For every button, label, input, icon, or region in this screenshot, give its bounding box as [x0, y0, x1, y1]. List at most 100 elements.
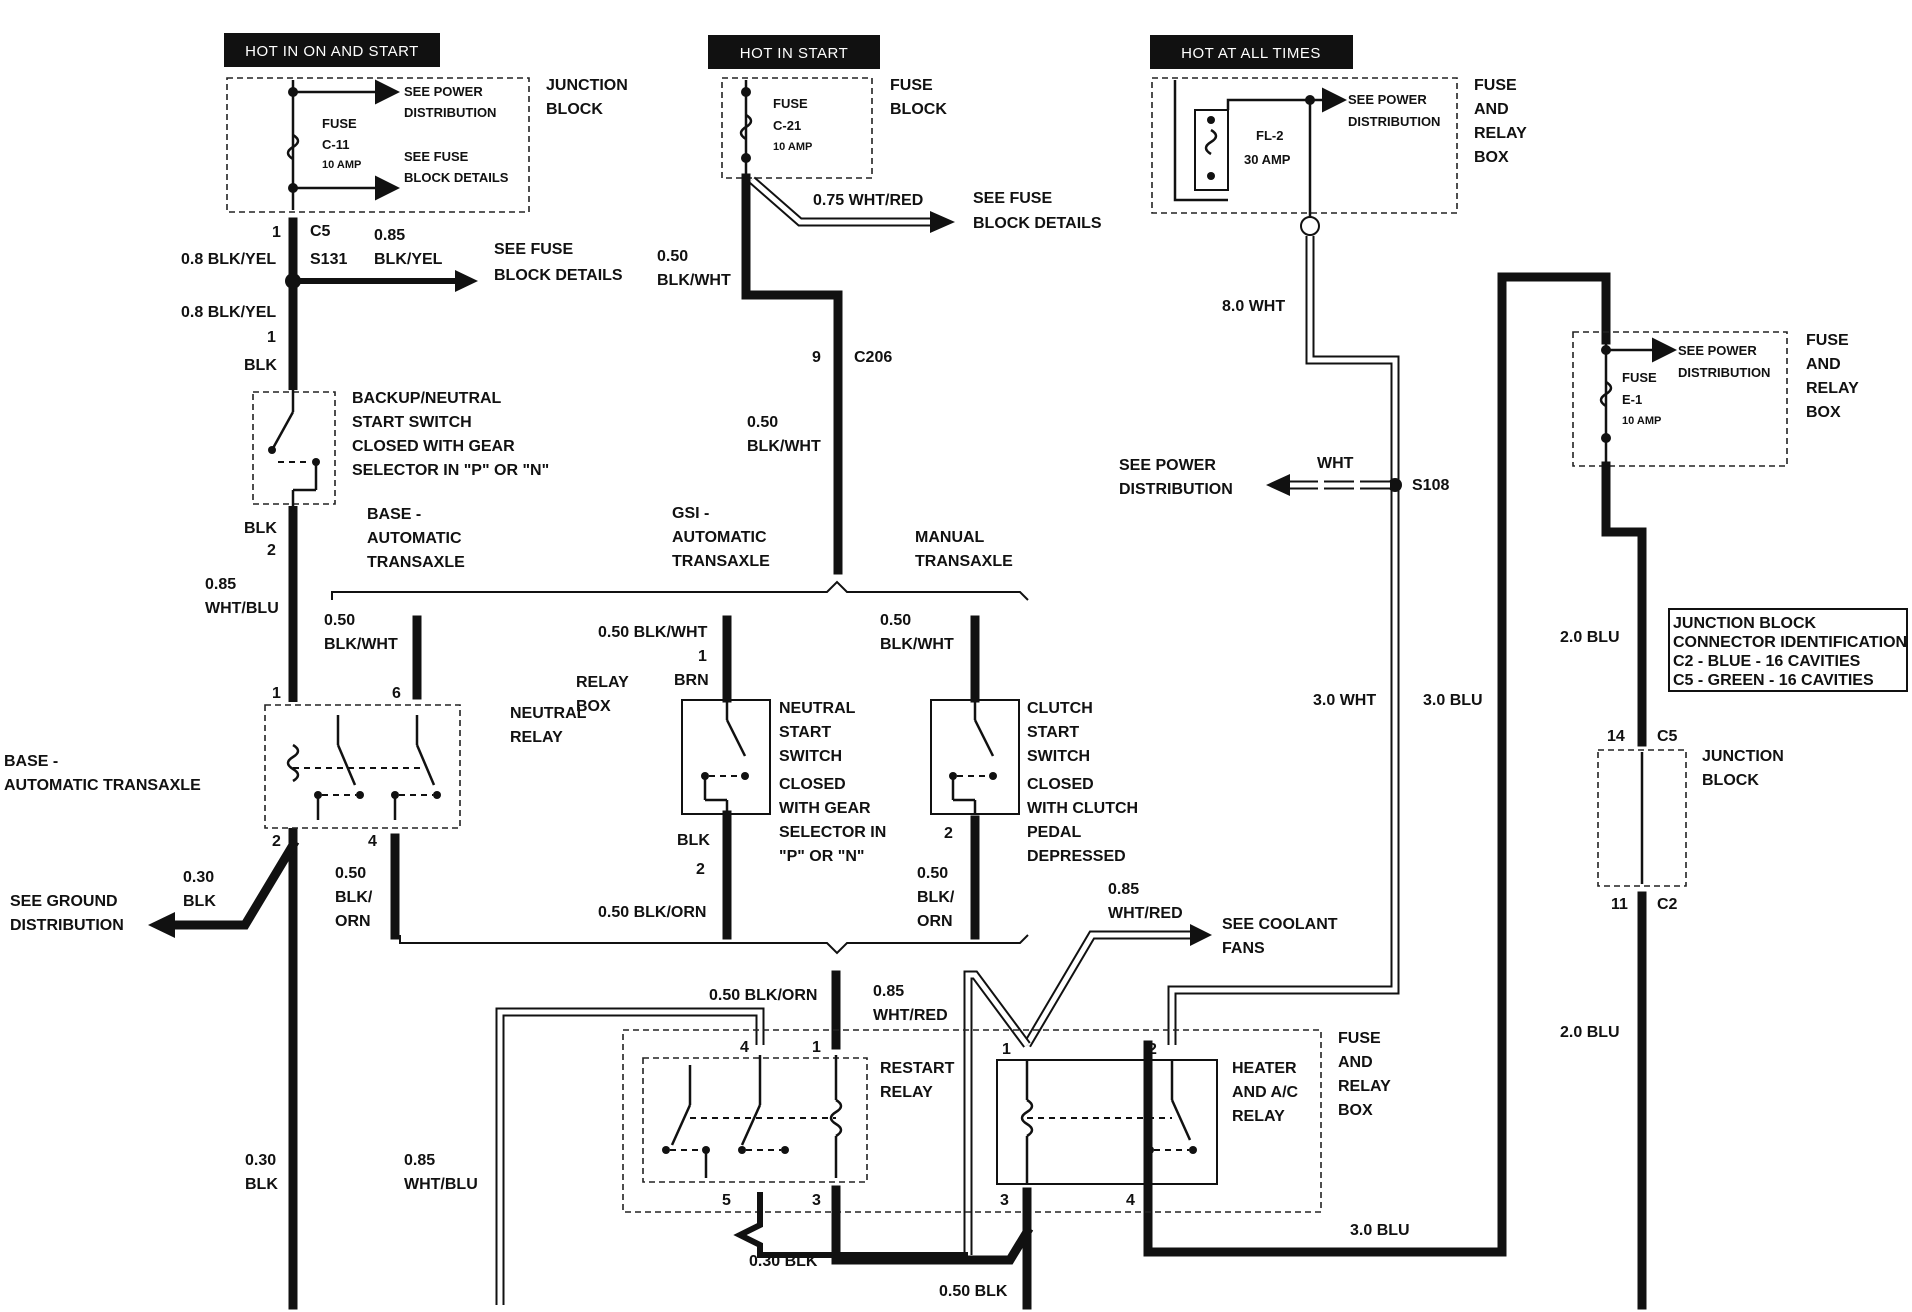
svg-text:10 AMP: 10 AMP [1622, 415, 1661, 427]
fuse-relay-box-fl2 [1151, 77, 1458, 214]
svg-text:0.30: 0.30 [183, 869, 214, 886]
svg-text:C-21: C-21 [773, 118, 801, 133]
svg-text:HOT AT ALL TIMES: HOT AT ALL TIMES [1181, 45, 1321, 62]
fuse-c11-label: FUSE [322, 116, 357, 131]
svg-text:RELAY: RELAY [1806, 380, 1859, 397]
svg-text:WHT/RED: WHT/RED [1108, 905, 1183, 922]
svg-text:14: 14 [1607, 728, 1625, 745]
svg-text:AND: AND [1338, 1054, 1373, 1071]
svg-text:FUSE: FUSE [1806, 332, 1849, 349]
svg-text:C-11: C-11 [322, 137, 349, 152]
svg-text:HOT IN START: HOT IN START [740, 45, 849, 62]
svg-text:CLOSED: CLOSED [779, 776, 846, 793]
svg-text:PEDAL: PEDAL [1027, 824, 1081, 841]
svg-text:E-1: E-1 [1622, 392, 1642, 407]
svg-text:BLOCK: BLOCK [1702, 772, 1759, 789]
svg-text:5: 5 [722, 1192, 731, 1209]
svg-text:FL-2: FL-2 [1256, 128, 1283, 143]
svg-text:DISTRIBUTION: DISTRIBUTION [1348, 114, 1440, 129]
neutral-relay-label: NEUTRAL [510, 705, 587, 722]
svg-text:10 AMP: 10 AMP [773, 141, 812, 153]
svg-text:BLK/: BLK/ [917, 889, 955, 906]
svg-text:AND: AND [1474, 101, 1509, 118]
svg-text:CLOSED WITH GEAR: CLOSED WITH GEAR [352, 438, 515, 455]
svg-text:C206: C206 [854, 349, 892, 366]
svg-text:C5 - GREEN - 16 CAVITIES: C5 - GREEN - 16 CAVITIES [1673, 672, 1874, 689]
svg-text:0.50: 0.50 [747, 414, 778, 431]
svg-text:11: 11 [1611, 896, 1628, 913]
svg-text:1: 1 [272, 685, 281, 702]
svg-text:BLOCK: BLOCK [546, 101, 603, 118]
svg-text:S131: S131 [310, 251, 347, 268]
svg-text:3: 3 [1000, 1192, 1009, 1209]
svg-text:AUTOMATIC: AUTOMATIC [367, 530, 462, 547]
svg-text:DISTRIBUTION: DISTRIBUTION [10, 917, 124, 934]
svg-text:SEE FUSE: SEE FUSE [494, 241, 573, 258]
svg-text:0.85: 0.85 [374, 227, 405, 244]
svg-text:SEE POWER: SEE POWER [1678, 343, 1757, 358]
svg-text:CLOSED: CLOSED [1027, 776, 1094, 793]
junction-block-label: JUNCTION [546, 77, 628, 94]
svg-text:START: START [779, 724, 831, 741]
svg-text:2: 2 [1148, 1041, 1157, 1058]
svg-text:0.85: 0.85 [873, 983, 904, 1000]
svg-text:CONNECTOR IDENTIFICATION: CONNECTOR IDENTIFICATION [1673, 634, 1907, 651]
svg-text:2: 2 [267, 542, 276, 559]
svg-text:AUTOMATIC: AUTOMATIC [672, 529, 767, 546]
svg-text:0.8 BLK/YEL: 0.8 BLK/YEL [181, 251, 276, 268]
svg-text:BLK/: BLK/ [335, 889, 373, 906]
junction-block-c11 [226, 77, 530, 213]
svg-text:0.50 BLK: 0.50 BLK [939, 1283, 1008, 1300]
svg-text:S108: S108 [1412, 477, 1449, 494]
svg-text:WITH CLUTCH: WITH CLUTCH [1027, 800, 1138, 817]
svg-text:DISTRIBUTION: DISTRIBUTION [1678, 365, 1770, 380]
svg-text:C5: C5 [310, 223, 331, 240]
neutral-start-switch-label: NEUTRAL [779, 700, 856, 717]
svg-text:JUNCTION: JUNCTION [1702, 748, 1784, 765]
svg-text:BLOCK: BLOCK [890, 101, 947, 118]
svg-text:DISTRIBUTION: DISTRIBUTION [404, 105, 496, 120]
svg-text:3.0 BLU: 3.0 BLU [1350, 1222, 1410, 1239]
svg-text:RELAY: RELAY [576, 674, 629, 691]
neutral-relay [264, 704, 461, 829]
svg-text:0.50: 0.50 [324, 612, 355, 629]
svg-text:BASE -: BASE - [367, 506, 421, 523]
svg-text:WHT/BLU: WHT/BLU [404, 1176, 478, 1193]
svg-text:TRANSAXLE: TRANSAXLE [367, 554, 465, 571]
svg-text:HOT IN ON AND START: HOT IN ON AND START [245, 43, 419, 60]
svg-text:WHT: WHT [1317, 455, 1354, 472]
svg-text:SWITCH: SWITCH [1027, 748, 1090, 765]
svg-text:BLK: BLK [183, 893, 216, 910]
svg-text:WITH GEAR: WITH GEAR [779, 800, 871, 817]
svg-text:START: START [1027, 724, 1079, 741]
svg-text:BLK: BLK [677, 832, 710, 849]
svg-text:10 AMP: 10 AMP [322, 159, 361, 171]
svg-text:3: 3 [812, 1192, 821, 1209]
svg-text:BLOCK DETAILS: BLOCK DETAILS [494, 267, 623, 284]
svg-text:C2: C2 [1657, 896, 1678, 913]
svg-text:8.0 WHT: 8.0 WHT [1222, 298, 1285, 315]
svg-text:0.50: 0.50 [335, 865, 366, 882]
header-hot-in-on-start: HOT IN ON AND START [224, 33, 440, 67]
svg-text:FUSE: FUSE [1474, 77, 1517, 94]
svg-text:2.0 BLU: 2.0 BLU [1560, 629, 1620, 646]
svg-text:BLK: BLK [245, 1176, 278, 1193]
restart-relay-label: RESTART [880, 1060, 955, 1077]
svg-text:BLK: BLK [244, 520, 277, 537]
svg-text:4: 4 [740, 1039, 749, 1056]
svg-text:TRANSAXLE: TRANSAXLE [672, 553, 770, 570]
svg-text:BLK/WHT: BLK/WHT [747, 438, 821, 455]
svg-text:4: 4 [368, 833, 377, 850]
svg-text:SELECTOR IN "P" OR "N": SELECTOR IN "P" OR "N" [352, 462, 549, 479]
svg-text:0.50 BLK/ORN: 0.50 BLK/ORN [709, 987, 817, 1004]
svg-text:BASE -: BASE - [4, 753, 58, 770]
svg-text:2: 2 [272, 833, 281, 850]
svg-text:MANUAL: MANUAL [915, 529, 985, 546]
svg-text:DISTRIBUTION: DISTRIBUTION [1119, 481, 1233, 498]
clutch-switch-label: CLUTCH [1027, 700, 1093, 717]
svg-text:0.75 WHT/RED: 0.75 WHT/RED [813, 192, 923, 209]
svg-text:0.50 BLK/ORN: 0.50 BLK/ORN [598, 904, 706, 921]
svg-text:0.8 BLK/YEL: 0.8 BLK/YEL [181, 304, 276, 321]
svg-text:SEE POWER: SEE POWER [1119, 457, 1216, 474]
